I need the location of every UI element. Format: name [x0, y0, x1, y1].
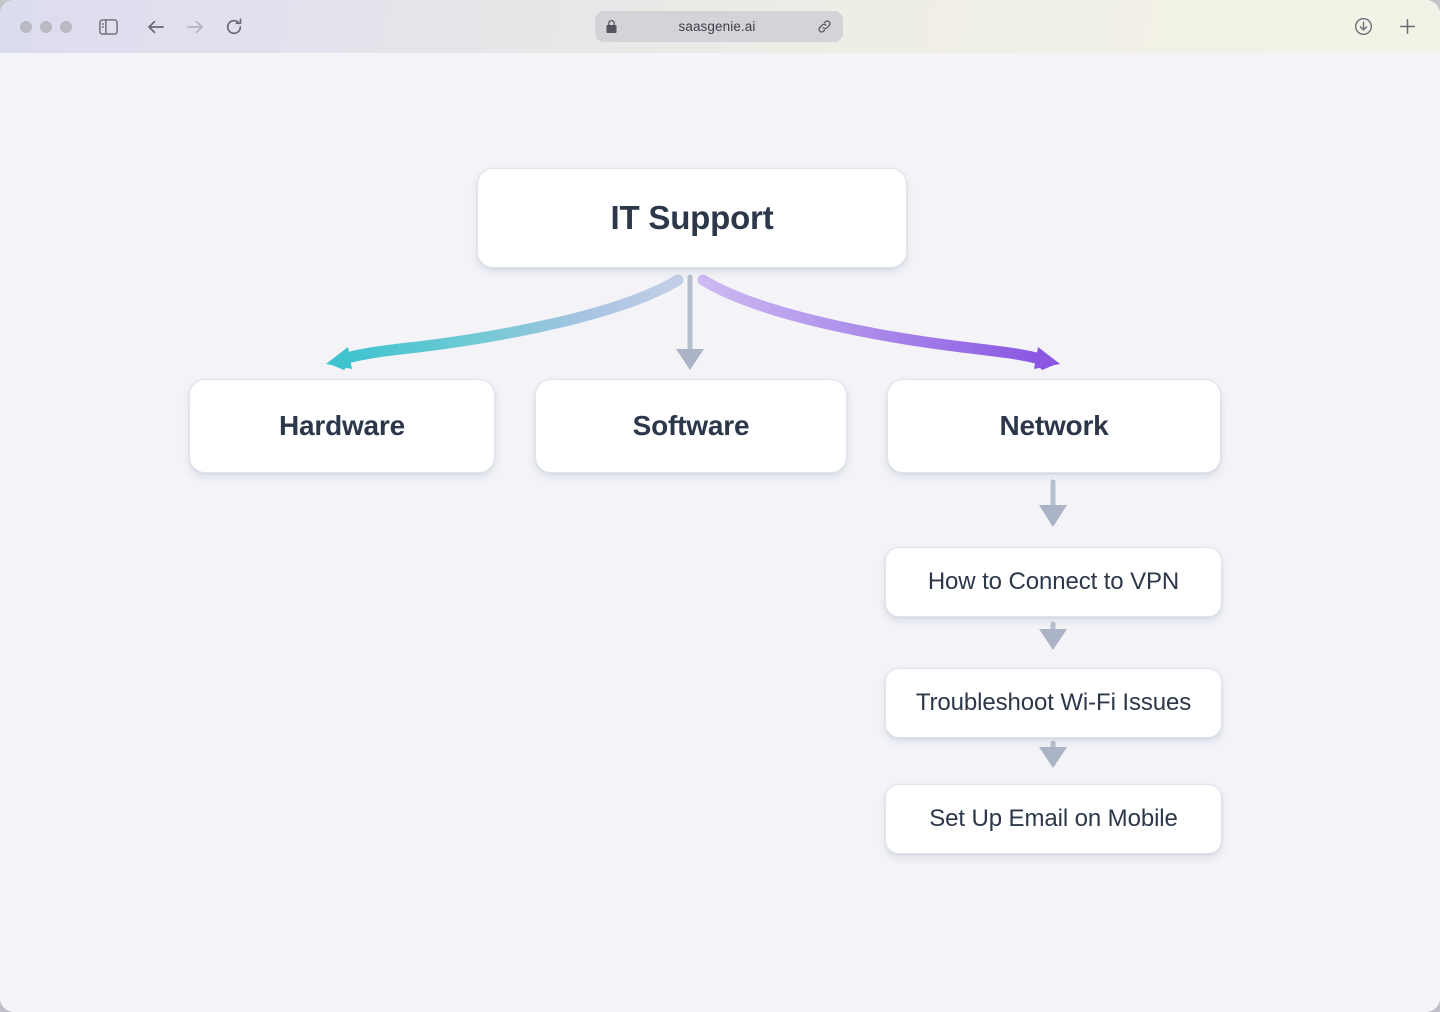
node-how-to-connect-to-vpn[interactable]: How to Connect to VPN — [885, 547, 1222, 617]
node-hardware[interactable]: Hardware — [189, 379, 495, 473]
node-troubleshoot-wifi-issues[interactable]: Troubleshoot Wi-Fi Issues — [885, 668, 1222, 738]
close-button[interactable] — [20, 20, 32, 33]
reload-icon[interactable] — [219, 13, 249, 41]
connector-root-to-hardware — [326, 274, 684, 370]
node-it-support[interactable]: IT Support — [477, 168, 907, 268]
back-icon[interactable] — [141, 13, 171, 41]
forward-icon[interactable] — [180, 13, 210, 41]
minimize-button[interactable] — [40, 20, 52, 33]
new-tab-icon[interactable] — [1392, 13, 1422, 41]
connector-vpn-to-wifi — [1039, 621, 1067, 650]
toolbar-right-actions — [1348, 0, 1422, 53]
sidebar-toggle-icon[interactable] — [93, 13, 123, 41]
browser-toolbar: saasgenie.ai — [0, 0, 1440, 54]
connector-network-to-vpn — [1039, 479, 1067, 527]
mindmap-diagram: IT Support Hardware Software Network How… — [0, 53, 1440, 1012]
zoom-button[interactable] — [60, 20, 72, 33]
node-network[interactable]: Network — [887, 379, 1221, 473]
node-set-up-email-on-mobile[interactable]: Set Up Email on Mobile — [885, 784, 1222, 854]
page-content: IT Support Hardware Software Network How… — [0, 53, 1440, 1012]
connector-root-to-network — [697, 274, 1060, 370]
lock-icon — [606, 19, 617, 34]
navigation-buttons — [141, 13, 249, 41]
node-software[interactable]: Software — [535, 379, 847, 473]
window-controls — [20, 20, 72, 33]
link-icon[interactable] — [817, 19, 832, 34]
url-text: saasgenie.ai — [678, 19, 756, 34]
downloads-icon[interactable] — [1348, 13, 1378, 41]
connector-wifi-to-email — [1039, 740, 1067, 768]
address-bar[interactable]: saasgenie.ai — [595, 11, 843, 42]
connector-root-to-software — [676, 274, 704, 370]
